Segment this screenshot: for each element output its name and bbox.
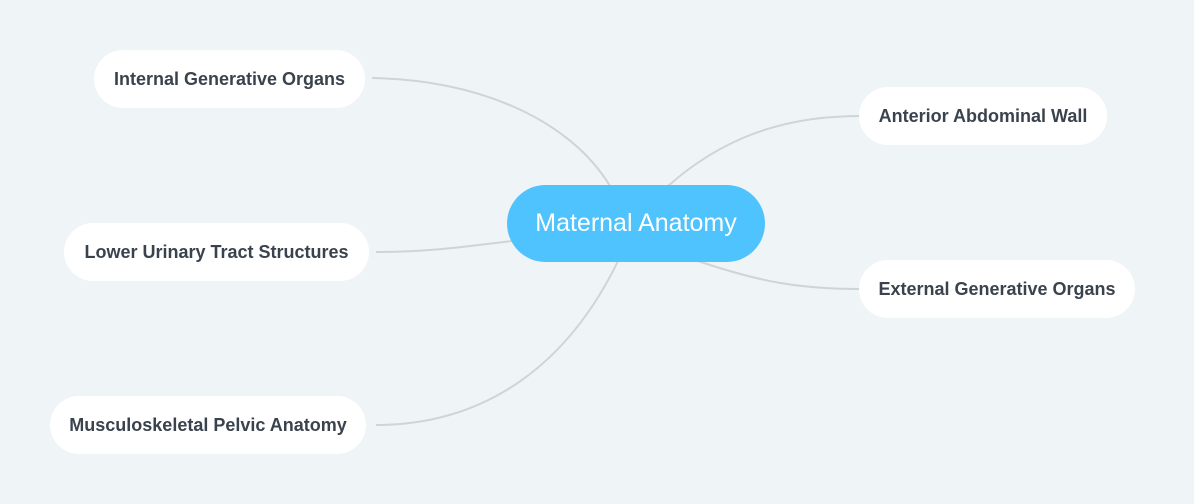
node-internal-generative-organs[interactable]: Internal Generative Organs (94, 50, 365, 108)
edge-lower-urinary-tract (375, 240, 513, 253)
node-external-generative-organs[interactable]: External Generative Organs (859, 260, 1135, 318)
edge-internal-generative-organs (371, 77, 611, 187)
node-label: Anterior Abdominal Wall (878, 105, 1088, 126)
node-label: Musculoskeletal Pelvic Anatomy (69, 414, 347, 435)
node-label: Internal Generative Organs (113, 68, 346, 89)
edge-external-generative-organs (697, 260, 861, 290)
node-label: Lower Urinary Tract Structures (84, 241, 349, 262)
node-musculoskeletal-pelvic-anatomy[interactable]: Musculoskeletal Pelvic Anatomy (50, 396, 366, 454)
edge-musculoskeletal-pelvic (375, 260, 619, 426)
root-node-label: Maternal Anatomy (535, 209, 737, 237)
node-label: External Generative Organs (878, 278, 1116, 299)
node-anterior-abdominal-wall[interactable]: Anterior Abdominal Wall (859, 87, 1107, 145)
root-node-maternal-anatomy[interactable]: Maternal Anatomy (507, 185, 765, 262)
edge-anterior-abdominal-wall (667, 115, 861, 187)
node-lower-urinary-tract-structures[interactable]: Lower Urinary Tract Structures (64, 223, 369, 281)
